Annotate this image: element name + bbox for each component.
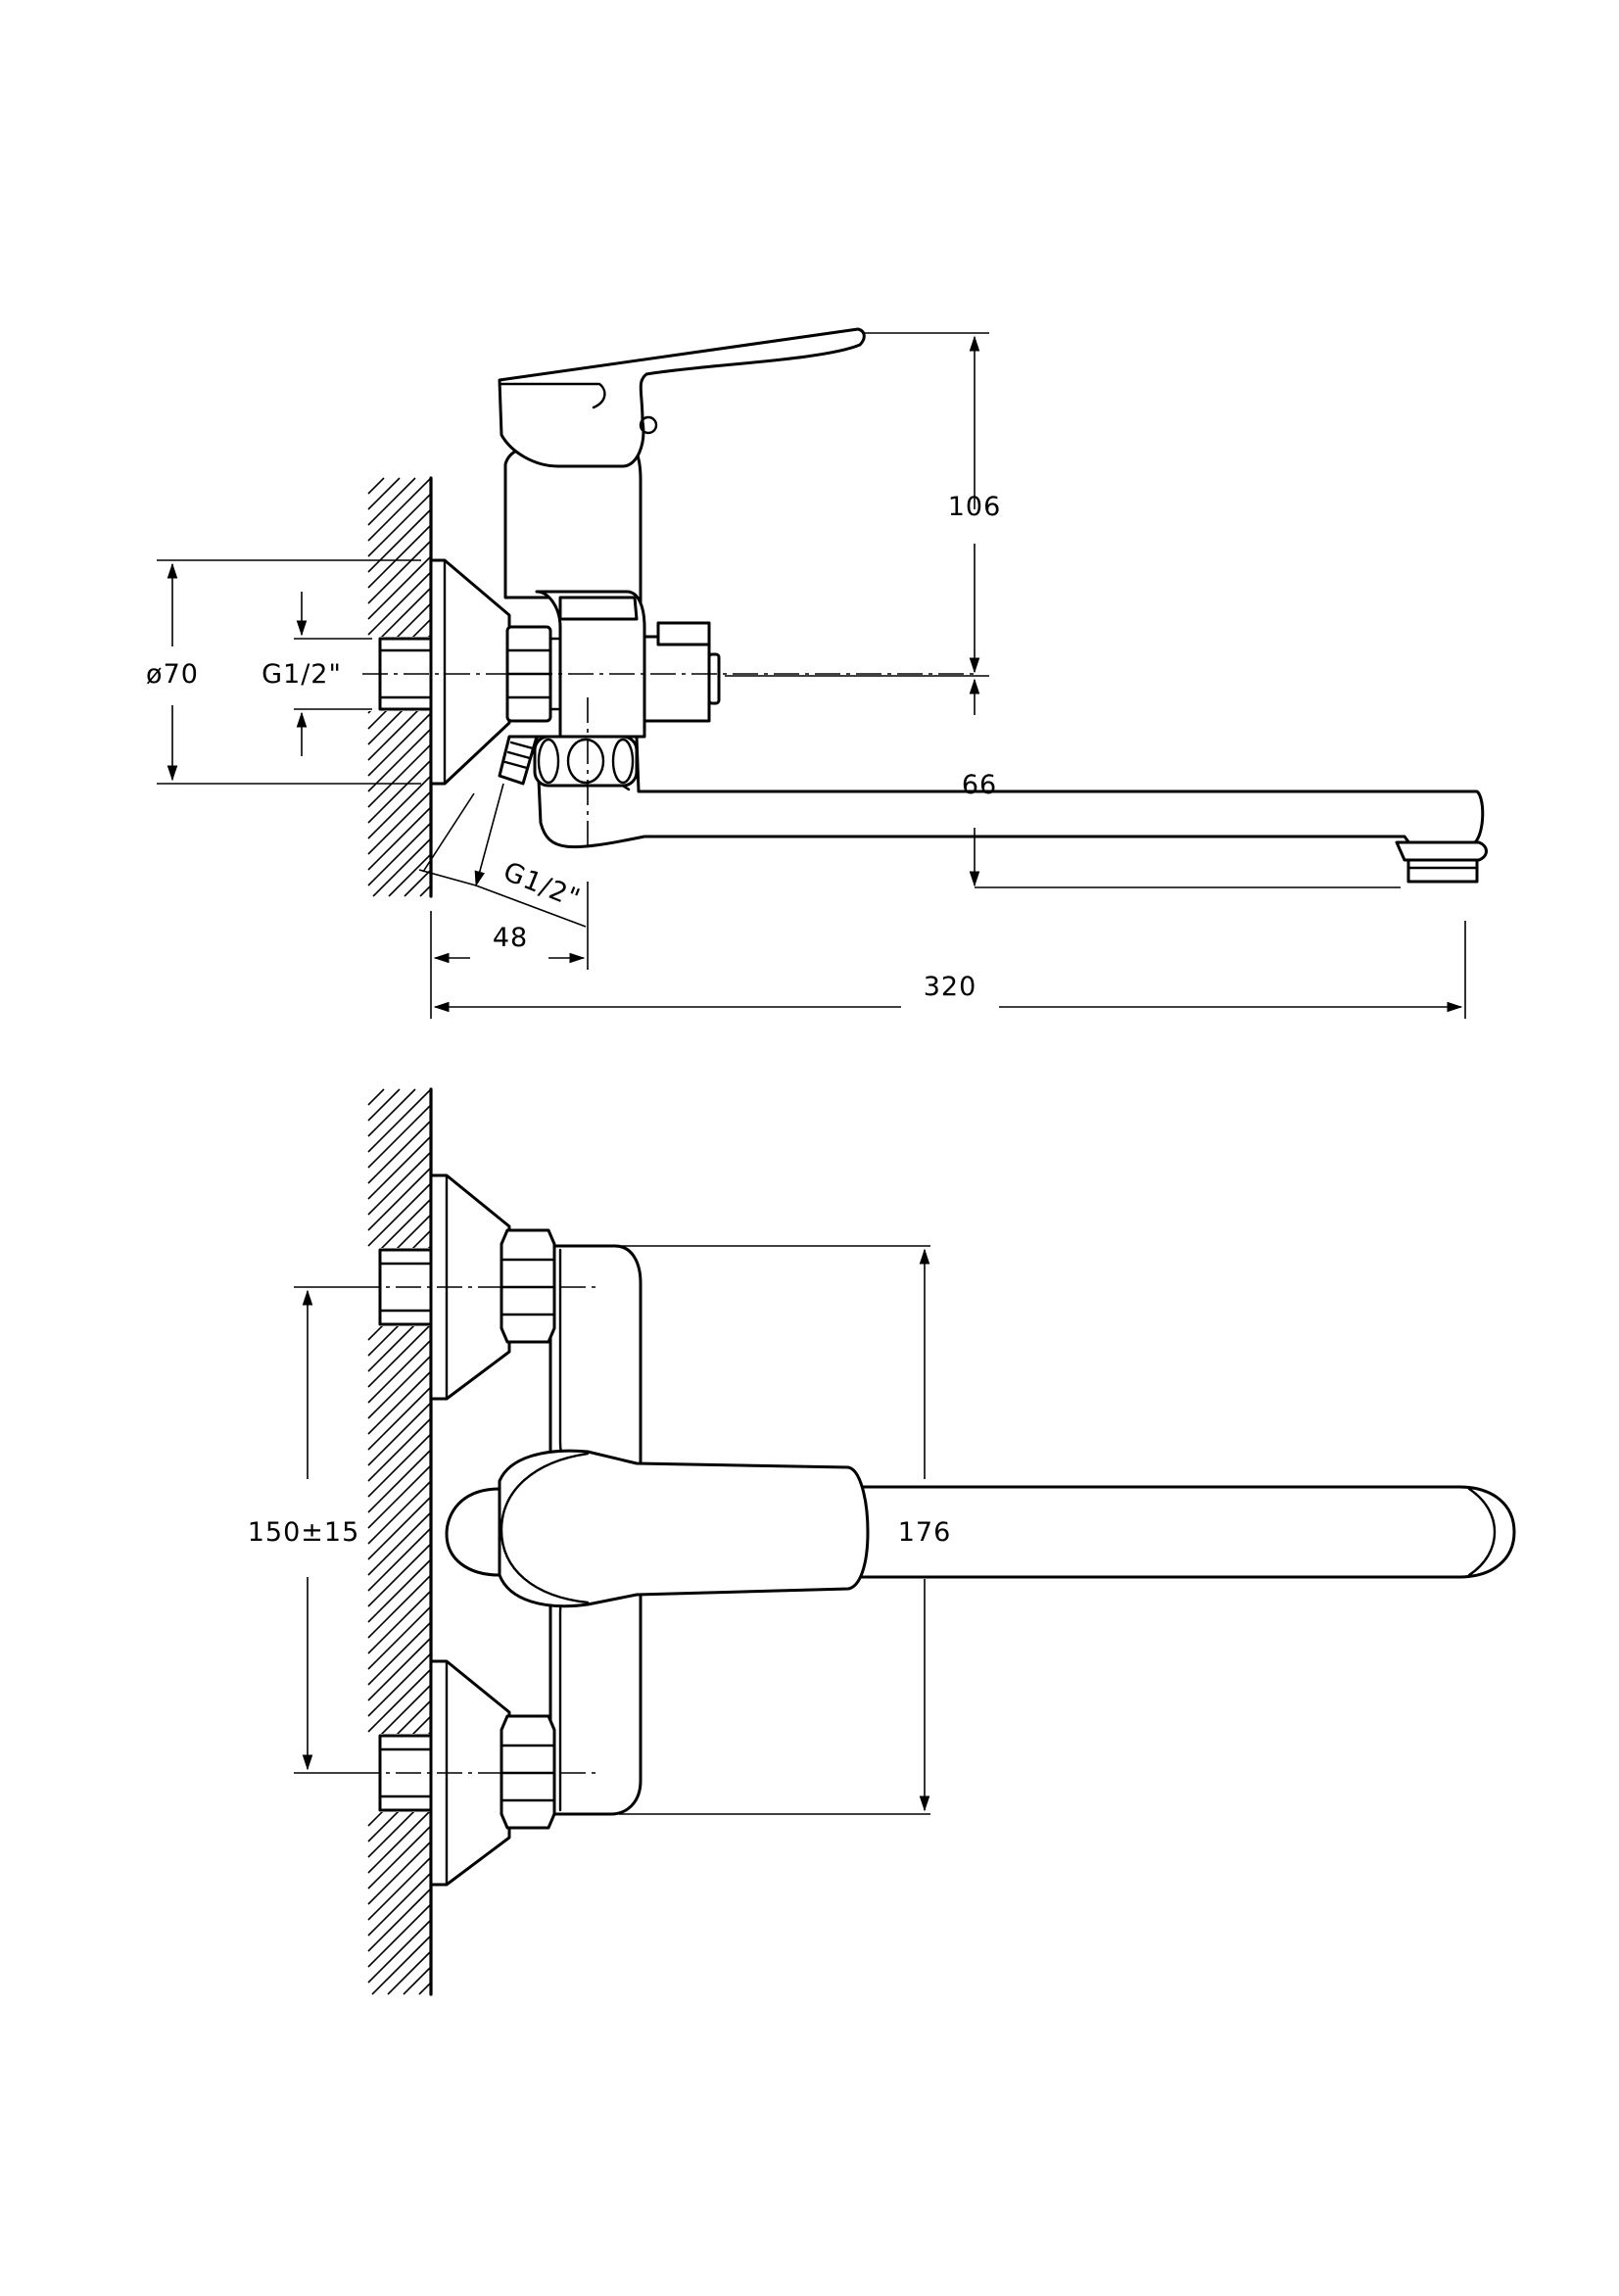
hatch-line — [367, 791, 431, 855]
dim-48-label: 48 — [493, 923, 528, 953]
hatch-line — [388, 854, 431, 897]
wall-flange-side — [429, 558, 511, 786]
dim-66: 66 — [962, 678, 1401, 888]
hatch-line — [367, 477, 401, 510]
hatch-line — [367, 1168, 431, 1231]
hex-nut-lower — [500, 1714, 556, 1830]
dim-106: 106 — [725, 332, 1002, 677]
hatch-line — [367, 1465, 431, 1529]
hatch-line — [367, 1356, 431, 1419]
hatch-line — [367, 477, 385, 495]
hatch-line — [367, 1371, 431, 1435]
dim-320-label: 320 — [924, 972, 977, 1002]
hatch-line — [367, 1904, 431, 1968]
hatch-line — [367, 1450, 431, 1513]
hatch-line — [367, 1622, 431, 1686]
hatch-line — [367, 1889, 431, 1952]
hatch-line — [367, 1512, 431, 1576]
hatch-line — [367, 494, 431, 557]
hatch-line — [367, 1638, 431, 1701]
dim-150: 150±15 — [248, 1286, 360, 1774]
hatch-line — [367, 1842, 431, 1905]
dim-66-label: 66 — [962, 770, 997, 800]
hatch-line — [367, 1121, 431, 1184]
dim-inlet-thread-label: G1/2" — [262, 659, 342, 690]
hatch-line — [367, 807, 431, 871]
dim-320: 320 — [430, 921, 1466, 1019]
dim-o70: ø70 — [146, 559, 421, 785]
hatch-line — [367, 509, 431, 573]
hatch-line — [367, 1387, 431, 1451]
hatch-line — [418, 1983, 431, 1995]
dim-inlet-thread: G1/2" — [262, 592, 372, 756]
hatch-line — [387, 1951, 431, 1995]
dim-outlet-thread-label: G1/2" — [499, 856, 584, 914]
side-view: 106 66 ø70 G1/2" — [146, 327, 1488, 1019]
hatch-line — [367, 1559, 431, 1623]
hatch-line — [367, 1481, 431, 1545]
hatch-line — [367, 1152, 431, 1216]
spout-side — [535, 735, 1488, 884]
hatch-line — [367, 1105, 431, 1169]
hatch-line — [404, 870, 431, 897]
dim-o70-label: ø70 — [146, 659, 199, 690]
hatch-line — [367, 477, 416, 526]
top-view: 150±15 176 — [248, 1087, 1516, 1996]
hatch-line — [403, 1967, 431, 1995]
hatch-line — [367, 1434, 431, 1498]
hatch-line — [367, 1136, 431, 1200]
hatch-line — [367, 823, 431, 886]
lever-handle-side — [498, 327, 866, 468]
hatch-line — [367, 1606, 431, 1670]
lever-handle-top — [445, 1449, 870, 1608]
hatch-line — [419, 885, 431, 897]
hatch-line — [367, 1857, 431, 1921]
hatch-line — [367, 572, 431, 636]
hatch-line — [367, 744, 431, 808]
hatch-line — [367, 541, 431, 604]
shower-outlet-side — [498, 735, 539, 786]
hatch-line — [367, 1575, 431, 1639]
hatch-line — [372, 838, 431, 897]
hex-nut-upper — [500, 1228, 556, 1344]
hatch-line — [367, 1497, 431, 1560]
hatch-line — [367, 1873, 431, 1937]
hatch-line — [367, 1089, 431, 1153]
hatch-line — [367, 1418, 431, 1482]
hatch-line — [367, 1088, 385, 1106]
dim-150-label: 150±15 — [248, 1517, 360, 1548]
hatch-line — [367, 1088, 401, 1122]
hatch-line — [367, 478, 431, 542]
hatch-line — [371, 1936, 431, 1995]
hatch-line — [367, 713, 431, 777]
hatch-line — [367, 1810, 431, 1874]
hatch-line — [367, 525, 431, 589]
swivel-collar-side — [533, 735, 639, 788]
hatch-line — [367, 1920, 431, 1984]
hatch-line — [367, 1528, 431, 1592]
dim-106-label: 106 — [948, 492, 1002, 522]
hatch-line — [367, 1403, 431, 1466]
hatch-line — [367, 760, 431, 824]
hatch-line — [367, 1088, 416, 1137]
dim-176: 176 — [619, 1245, 952, 1815]
wall-hatch-bottom — [367, 1087, 433, 1996]
hatch-line — [367, 1591, 431, 1654]
hatch-line — [367, 1183, 431, 1247]
hatch-line — [367, 1669, 431, 1733]
hatch-line — [367, 729, 431, 792]
hatch-line — [367, 556, 431, 620]
hatch-line — [367, 1826, 431, 1889]
dim-176-label: 176 — [898, 1517, 952, 1548]
dim-48: 48 — [430, 882, 589, 970]
hatch-line — [367, 1340, 431, 1404]
hatch-line — [367, 1653, 431, 1717]
diverter-button-side — [643, 621, 721, 723]
hatch-line — [367, 1324, 431, 1388]
hatch-line — [367, 776, 431, 839]
hatch-line — [367, 1544, 431, 1607]
